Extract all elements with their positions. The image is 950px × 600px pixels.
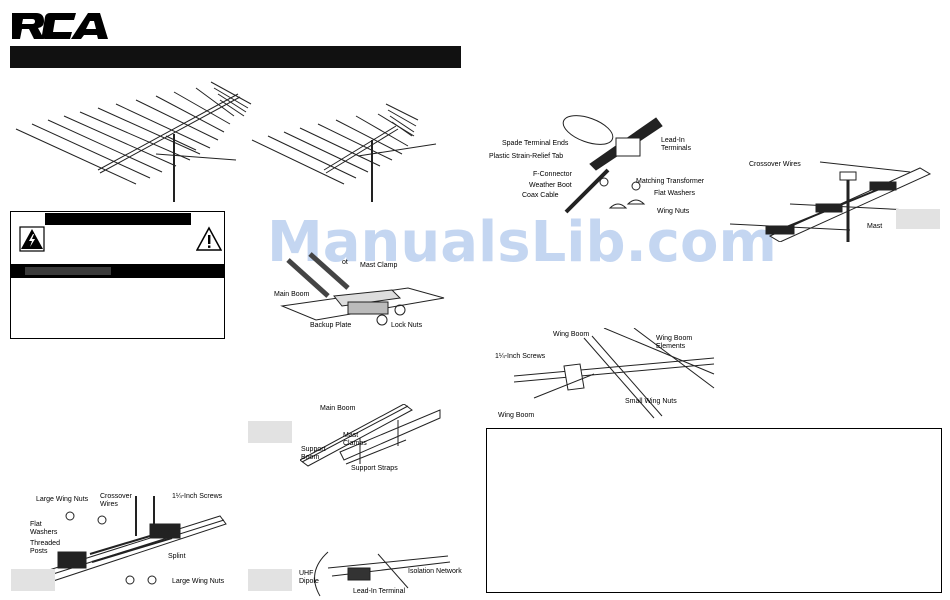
label-lead-in-terminal: Lead-In Terminal (353, 588, 406, 595)
label-wing-boom-elements: Wing Boom Elements (656, 335, 693, 350)
label-splint: Splint (168, 553, 186, 560)
mast-clamp-figure (280, 252, 445, 326)
label-lead-in-terminals: Lead-In Terminals (661, 137, 691, 152)
label-crossover-wires-2: Crossover Wires (749, 161, 801, 168)
crossover-mast-figure (730, 161, 932, 242)
support-boom-figure (300, 404, 441, 467)
label-matching-transformer: Matching Transformer (636, 178, 705, 185)
label-large-wing-nuts: Large Wing Nuts (36, 496, 89, 503)
label-backup-plate: Backup Plate (310, 322, 352, 329)
label-strain-relief-tab: Plastic Strain-Relief Tab (489, 153, 564, 160)
step-number-block-4 (896, 209, 940, 229)
label-main-boom: Main Boom (274, 291, 310, 298)
label-wing-boom-top: Wing Boom (553, 331, 590, 338)
label-main-boom-2: Main Boom (320, 405, 356, 412)
warning-band (11, 264, 224, 278)
label-mast: Mast (867, 223, 883, 230)
label-wing-nuts: Wing Nuts (657, 208, 690, 215)
label-wing-boom-bottom: Wing Boom (498, 412, 535, 419)
warning-box (10, 211, 225, 339)
label-mast-clamp: Mast Clamp (360, 262, 398, 269)
header-bar (10, 46, 461, 68)
label-spade-terminal-ends: Spade Terminal Ends (502, 140, 569, 147)
rca-logo (12, 13, 108, 39)
label-support-straps: Support Straps (351, 465, 398, 472)
terminal-connection-figure (562, 115, 663, 214)
label-support-boom: Support Boom (301, 446, 326, 461)
caution-icon (196, 226, 222, 251)
manualslib-watermark: ManualsLib.com (267, 210, 777, 275)
label-threaded-posts: Threaded Posts (30, 540, 60, 555)
label-weather-boot: Weather Boot (529, 182, 572, 189)
shock-hazard-icon (19, 226, 45, 252)
step-number-block (248, 421, 292, 443)
label-isolation-network: Isolation Network (408, 568, 462, 575)
label-f-connector: F-Connector (533, 171, 572, 178)
label-coax-cable: Coax Cable (522, 192, 559, 199)
label-screws: 1¼-Inch Screws (172, 493, 223, 500)
uhf-dipole-figure (314, 551, 451, 597)
label-uhf-dipole: UHF Dipole (299, 570, 319, 585)
label-large-wing-nuts-2: Large Wing Nuts (172, 578, 225, 585)
label-flat-washers-2: Flat Washers (654, 190, 695, 197)
step-number-block-2 (248, 569, 292, 591)
label-lock-nuts: Lock Nuts (391, 322, 423, 329)
notes-box (486, 428, 942, 593)
label-mast-clamps: Mast Clamps (343, 432, 367, 447)
label-small-wing-nuts: Small Wing Nuts (625, 398, 677, 405)
warning-header-bar (45, 213, 191, 225)
label-flat-washers: Flat Washers (30, 521, 58, 536)
wing-boom-figure (514, 328, 715, 419)
label-screws-2: 1¼-Inch Screws (495, 353, 546, 360)
label-bolt: ot (342, 259, 348, 266)
step-number-block-3 (11, 569, 55, 591)
antenna-illustration (15, 81, 437, 202)
label-crossover-wires: Crossover Wires (100, 493, 132, 508)
